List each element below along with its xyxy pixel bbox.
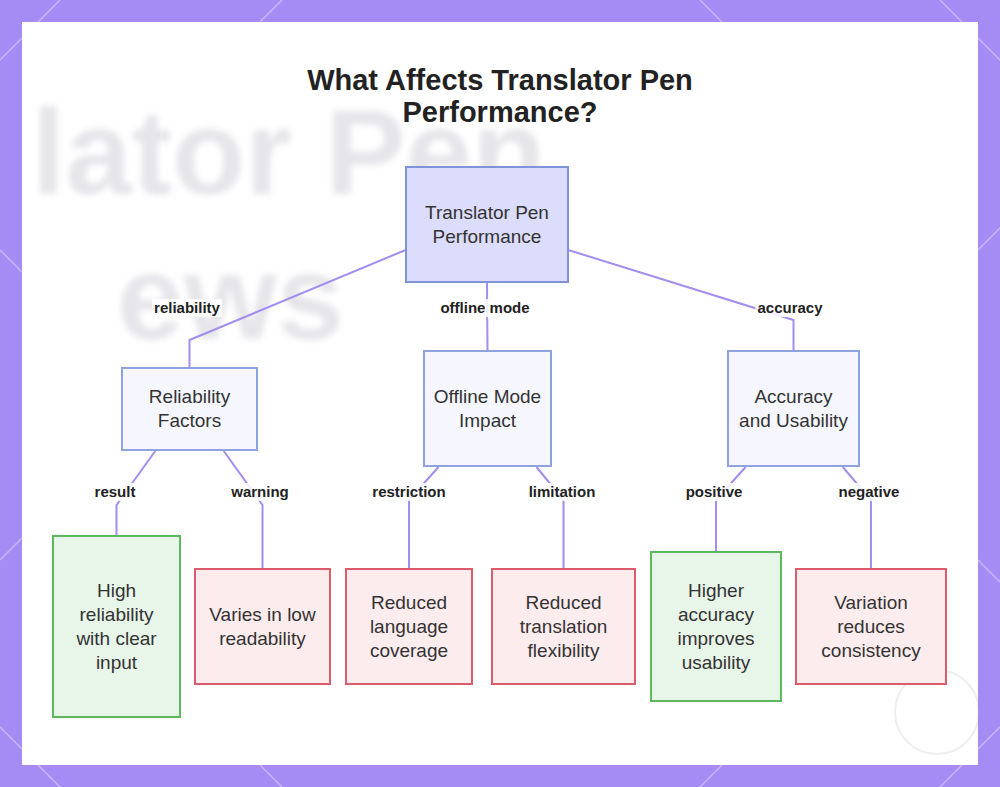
node-text: Reliability Factors xyxy=(131,385,248,433)
node-text: Offline Mode Impact xyxy=(433,385,542,433)
node-text: Varies in low readability xyxy=(204,603,321,651)
node-text-group: Offline Mode Impact xyxy=(433,385,542,433)
node-text-group: Accuracy and Usability xyxy=(737,385,850,433)
diagram-title: What Affects Translator Pen Performance? xyxy=(250,64,750,128)
edge-label: warning xyxy=(229,483,291,501)
negative-box: Reduced translation flexibility xyxy=(491,568,636,685)
positive-box: High reliability with clear input xyxy=(52,535,181,718)
edge-label: offline mode xyxy=(438,299,531,317)
node-text: Translator Pen Performance xyxy=(415,201,559,249)
edge-label: result xyxy=(93,483,138,501)
negative-box: Varies in low readability xyxy=(194,568,331,685)
node-text-group: Reduced translation flexibility xyxy=(501,591,626,663)
node-text-group: High reliability with clear input xyxy=(62,579,171,675)
node-text-group: Higher accuracy improves usability xyxy=(660,579,772,675)
root-box: Translator Pen Performance xyxy=(405,166,569,283)
negative-box: Variation reduces consistency xyxy=(795,568,947,685)
node-text-group: Translator Pen Performance xyxy=(415,201,559,249)
positive-box: Higher accuracy improves usability xyxy=(650,551,782,702)
node-text: Reduced translation flexibility xyxy=(501,591,626,663)
node-text: Variation reduces consistency xyxy=(805,591,937,663)
node-text-group: Reliability Factors xyxy=(131,385,248,433)
node-text: High reliability with clear input xyxy=(62,579,171,675)
edge-label: limitation xyxy=(527,483,598,501)
category-box: Accuracy and Usability xyxy=(727,350,860,467)
edge-label: positive xyxy=(684,483,745,501)
node-text: Higher accuracy improves usability xyxy=(660,579,772,675)
node-text-group: Reduced language coverage xyxy=(355,591,463,663)
node-text-group: Variation reduces consistency xyxy=(805,591,937,663)
node-text-group: Varies in low readability xyxy=(204,603,321,651)
category-box: Offline Mode Impact xyxy=(423,350,552,467)
node-text: Accuracy and Usability xyxy=(737,385,850,433)
connector-line xyxy=(224,451,263,568)
edge-label: negative xyxy=(837,483,902,501)
watermark: ews xyxy=(117,237,344,357)
negative-box: Reduced language coverage xyxy=(345,568,473,685)
edge-label: accuracy xyxy=(755,299,824,317)
node-text: Reduced language coverage xyxy=(355,591,463,663)
edge-label: reliability xyxy=(152,299,222,317)
category-box: Reliability Factors xyxy=(121,367,258,451)
connector-line xyxy=(716,467,746,551)
edge-label: restriction xyxy=(370,483,447,501)
